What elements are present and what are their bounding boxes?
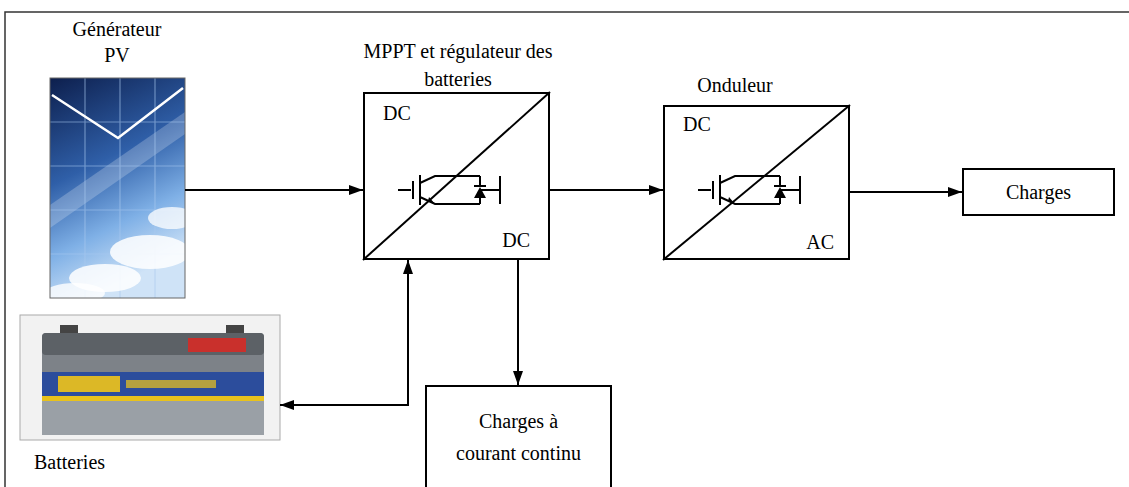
pv-picture-border (50, 78, 185, 298)
box-label: Charges (1006, 178, 1071, 206)
inverter-box: OnduleurDCAC (663, 105, 850, 260)
box-label: Charges à courant continu (451, 405, 586, 469)
battery-label-band (42, 372, 264, 396)
battery-body (42, 333, 264, 435)
node-heading: Batteries (34, 448, 105, 476)
battery-logo (126, 380, 216, 388)
igbt-symbol (698, 175, 800, 205)
connector-arrow (550, 189, 663, 191)
battery-bank: Batteries (20, 315, 280, 440)
battery-logo (58, 376, 120, 392)
pv-panel-picture (50, 78, 185, 298)
cloud (50, 283, 105, 298)
port-label: DC (383, 99, 411, 127)
node-heading: Onduleur (683, 71, 787, 99)
node-heading: Générateur PV (62, 16, 172, 68)
converter-diagonal (663, 105, 850, 260)
ac-load-box: Charges (962, 168, 1115, 216)
battery-picture (20, 315, 280, 440)
dc-dc-converter: MPPT et régulateur des batteriesDCDC (363, 92, 550, 260)
node-heading: MPPT et régulateur des batteries (363, 37, 553, 93)
port-label: DC (683, 110, 711, 138)
igbt-symbol (398, 175, 500, 205)
connector-arrow (185, 189, 363, 191)
battery-sticker (188, 338, 246, 352)
frame-line (5, 12, 1129, 487)
battery-lid (42, 333, 264, 355)
dc-load-box: Charges à courant continu (425, 385, 612, 487)
pv-generator: Générateur PV (50, 78, 185, 298)
connector-arrow (850, 191, 962, 193)
cloud (110, 235, 185, 269)
pv-frame-line (52, 88, 183, 138)
battery-lower-panel (42, 401, 264, 435)
connector-arrow (517, 260, 519, 385)
connector-arrow (280, 260, 408, 405)
port-label: DC (502, 226, 530, 254)
battery-stripe (42, 396, 264, 401)
cloud (148, 207, 185, 229)
battery-photo-ground (20, 315, 280, 440)
converter-diagonal (363, 92, 550, 260)
port-label: AC (806, 228, 834, 256)
